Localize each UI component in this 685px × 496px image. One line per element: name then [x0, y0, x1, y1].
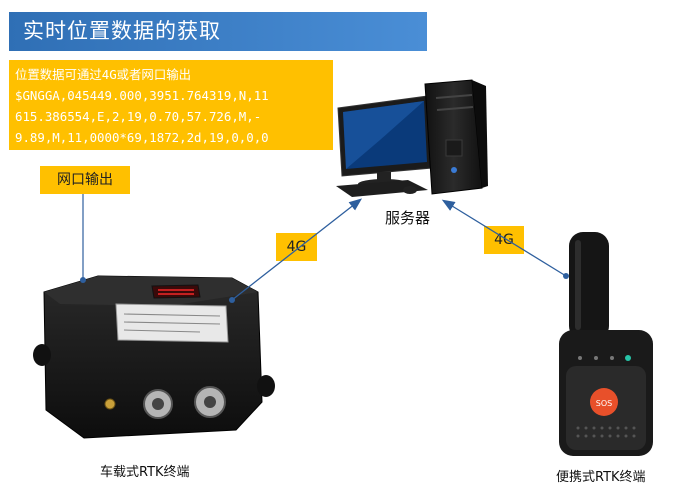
right-4g-label: 4G [484, 226, 524, 254]
server-label: 服务器 [385, 209, 431, 227]
network-output-connector-dot [80, 277, 86, 283]
network-output-label: 网口输出 [40, 166, 130, 194]
info-line-2: $GNGGA,045449.000,3951.764319,N,11 [15, 88, 269, 103]
left-4g-label: 4G [276, 233, 317, 261]
info-line-3: 615.386554,E,2,19,0.70,57.726,M,- [15, 109, 262, 124]
vehicle-terminal-label: 车载式RTK终端 [100, 465, 190, 480]
sos-button-text: SOS [596, 399, 612, 408]
page-title: 实时位置数据的获取 [9, 12, 427, 51]
portable-terminal-label: 便携式RTK终端 [556, 470, 646, 485]
info-line-1: 位置数据可通过4G或者网口输出 [15, 67, 191, 82]
portable-to-server-arrow [441, 199, 567, 277]
server-computer-icon [336, 79, 488, 197]
info-line-4: 9.89,M,11,0000*69,1872,2d,19,0,0,0 [15, 130, 269, 145]
portable-arrow-tail-dot [563, 273, 569, 279]
sos-button-icon [590, 388, 618, 416]
vehicle-arrow-tail-dot [229, 297, 235, 303]
vehicle-rtk-terminal-icon [33, 275, 275, 439]
portable-rtk-terminal-icon: SOS [559, 232, 653, 456]
position-data-info-box: 位置数据可通过4G或者网口输出 $GNGGA,045449.000,3951.7… [9, 60, 333, 150]
vehicle-to-server-arrow [231, 198, 363, 301]
